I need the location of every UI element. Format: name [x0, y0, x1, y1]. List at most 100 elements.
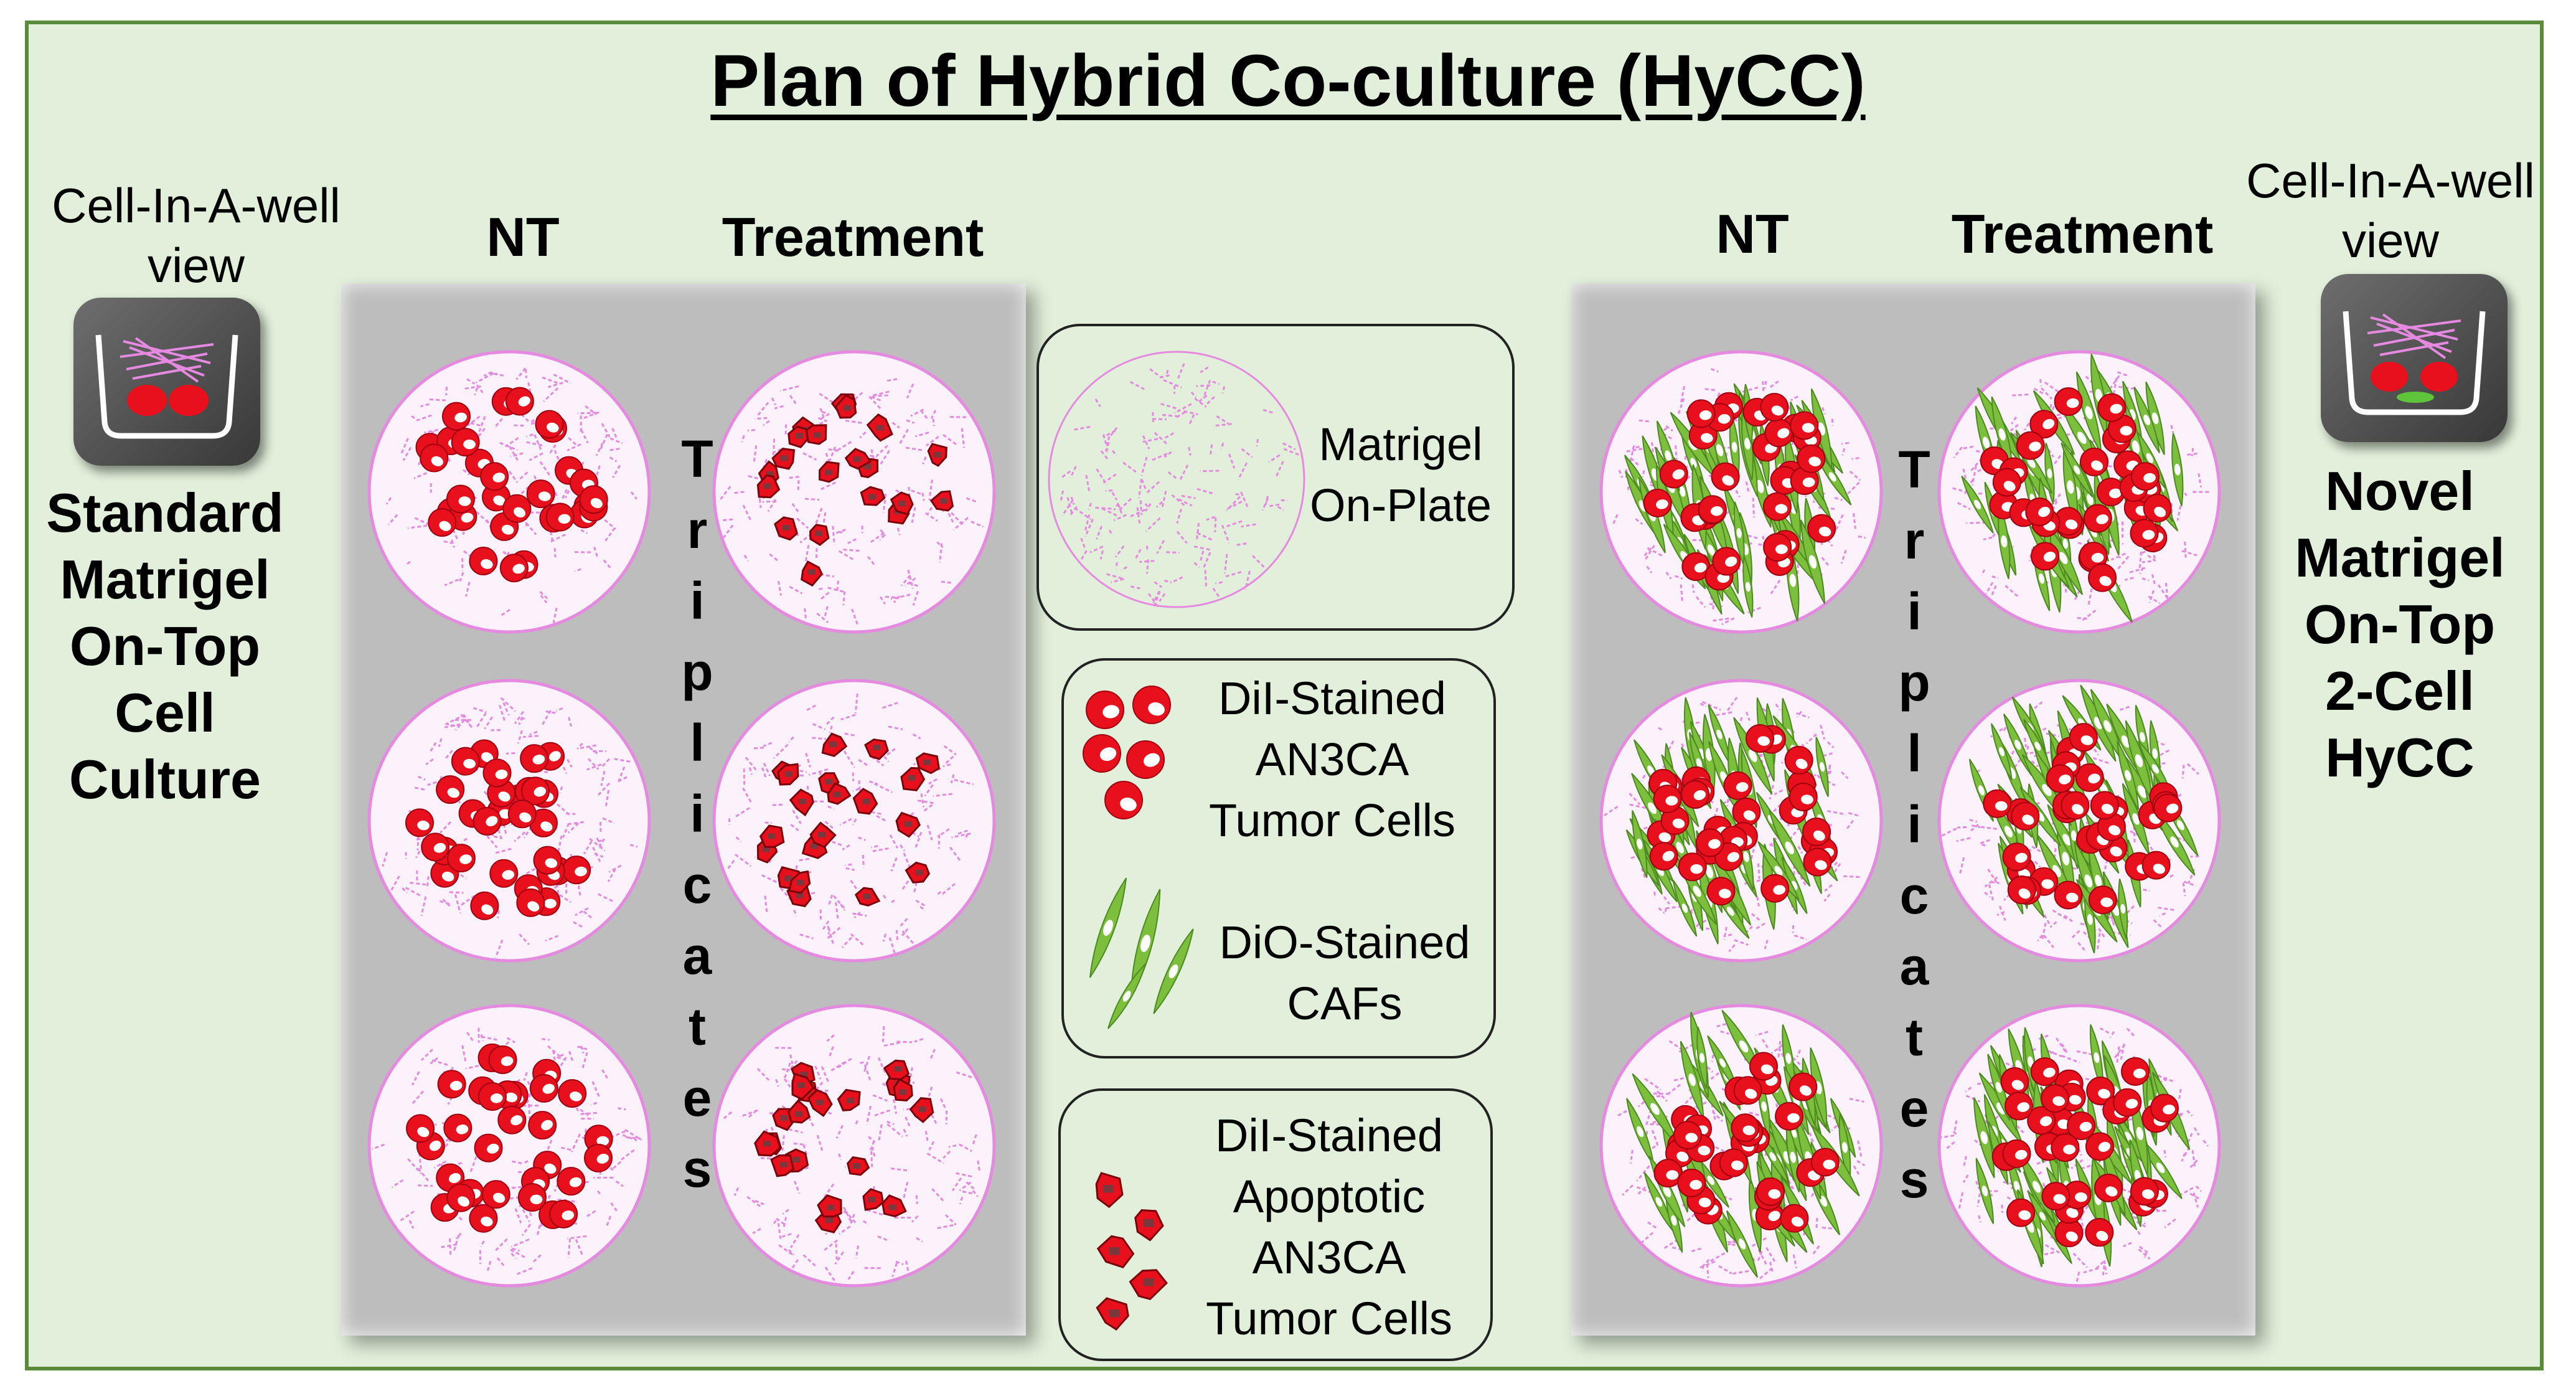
tumor-cell-icon	[1678, 852, 1707, 882]
caf-cell-icon	[1768, 809, 1811, 887]
apoptotic-cell-icon	[860, 486, 886, 506]
tumor-cell-icon	[482, 483, 511, 512]
tumor-cell-icon	[1797, 444, 1826, 473]
tumor-cell-icon	[2025, 497, 2054, 527]
tumor-cell-icon	[1698, 495, 1727, 524]
tumor-cell-icon	[469, 1204, 498, 1233]
tumor-cell-icon	[1681, 780, 1710, 809]
apoptotic-cell-icon	[852, 788, 878, 815]
tumor-cell-icon	[1803, 847, 1832, 877]
tumor-cell-icon	[482, 758, 512, 788]
apoptotic-cell-icon	[866, 413, 893, 442]
caf-cell-icon	[1632, 810, 1648, 878]
tumor-cell-icon	[529, 1073, 558, 1103]
tumor-cell-icon	[1775, 1101, 1804, 1131]
tumor-cell-icon	[1653, 785, 1682, 814]
apoptotic-cell-icon	[791, 1072, 815, 1101]
apoptotic-cell-icon	[777, 763, 799, 786]
tumor-cell-icon	[502, 494, 532, 523]
tumor-cell-icon	[1695, 828, 1724, 857]
tumor-cell-icon	[472, 807, 502, 836]
apoptotic-cell-icon	[1095, 1172, 1124, 1209]
tumor-cell-icon	[517, 1182, 547, 1212]
tumor-cell-icon	[516, 888, 545, 917]
caf-cell-icon	[1815, 737, 1829, 798]
tumor-cell-icon	[562, 856, 591, 885]
tumor-cell-icon	[437, 1070, 466, 1099]
well	[367, 679, 651, 963]
apoptotic-cell-icon	[754, 1130, 781, 1157]
tumor-cell-icon	[1686, 399, 1716, 428]
apoptotic-cell-icon	[864, 738, 889, 760]
apoptotic-cell-icon	[807, 1089, 833, 1117]
tumor-cell-icon	[1649, 842, 1678, 871]
tumor-cell-icon	[2079, 447, 2108, 476]
tumor-cell-icon	[446, 1183, 476, 1212]
tumor-cell-icon	[521, 776, 550, 806]
tumor-cell-icon	[579, 485, 608, 514]
tumor-cell-icon	[2130, 519, 2159, 548]
tumor-cell-icon	[2054, 507, 2083, 536]
tumor-cell-icon	[428, 508, 457, 537]
apoptotic-cell-icon	[801, 560, 823, 587]
apoptotic-cell-icon	[756, 474, 781, 499]
tumor-cell-icon	[1732, 798, 1761, 827]
tumor-cell-icon	[451, 428, 480, 457]
apoptotic-cell-icon	[915, 752, 940, 775]
tumor-cell-icon	[2088, 563, 2117, 592]
tumor-cell-icon	[2079, 542, 2108, 571]
tumor-cell-icon	[1731, 1113, 1760, 1143]
apoptotic-cell-icon	[900, 766, 926, 791]
tumor-cell-icon	[443, 1113, 472, 1143]
well	[1599, 1004, 1883, 1288]
left-col-nt: NT	[486, 206, 560, 268]
caf-cell-icon	[2153, 808, 2196, 876]
tumor-cell-icon	[1746, 724, 1775, 753]
tumor-cell-icon	[1992, 468, 2021, 497]
caf-cell-icon	[1998, 503, 2011, 580]
apoptotic-cell-icon	[789, 788, 814, 816]
caf-cell-icon	[2145, 381, 2165, 455]
apoptotic-cell-icon	[821, 732, 848, 757]
tumor-cell-icon	[2031, 542, 2060, 571]
apoptotic-cell-icon	[827, 782, 852, 805]
right-col-treatment: Treatment	[1951, 203, 2214, 265]
caf-cell-icon	[1153, 928, 1194, 1014]
tumor-cell-icon	[2029, 410, 2059, 439]
tumor-cell-icon	[1673, 1121, 1703, 1150]
tumor-cell-icon	[446, 484, 475, 514]
right-well-icon	[2321, 274, 2508, 442]
apoptotic-cell-icon	[774, 516, 798, 541]
tumor-cell-icon	[1790, 466, 1819, 495]
right-description: Novel Matrigel On-Top 2-Cell HyCC	[2295, 460, 2505, 788]
caf-cell-icon	[1781, 857, 1808, 914]
caf-cell-icon	[1089, 877, 1127, 978]
tumor-cell-icon	[2054, 880, 2083, 910]
apoptotic-cell-icon	[1134, 1209, 1164, 1242]
apoptotic-cell-icon	[893, 1078, 913, 1101]
tumor-cell-icon	[526, 479, 555, 509]
apoptotic-cell-icon	[927, 443, 947, 467]
tumor-cell-icon	[2143, 494, 2172, 523]
apoptotic-cell-icon	[1096, 1297, 1129, 1331]
apoptotic-cell-icon	[890, 491, 914, 516]
apoptotic-cell-icon	[862, 1188, 885, 1211]
tumor-cell-icon	[545, 502, 575, 532]
right-view-label: Cell-In-A-well view	[2246, 153, 2535, 268]
caf-cell-icon	[1672, 880, 1698, 937]
tumor-cell-icon	[1802, 818, 1831, 847]
tumor-cell-icon	[1104, 781, 1143, 819]
well	[712, 1004, 996, 1288]
caf-cell-icon	[2133, 386, 2160, 453]
tumor-cell-icon	[420, 443, 449, 473]
tumor-cell-icon	[474, 1133, 503, 1162]
tumor-cell-icon	[1789, 782, 1818, 811]
apoptotic-cell-icon	[909, 1097, 934, 1123]
tumor-cell-icon	[1810, 1148, 1840, 1177]
well	[1599, 350, 1883, 634]
tumor-cell-icon	[558, 1079, 587, 1108]
tumor-cell-icon	[477, 1082, 507, 1111]
